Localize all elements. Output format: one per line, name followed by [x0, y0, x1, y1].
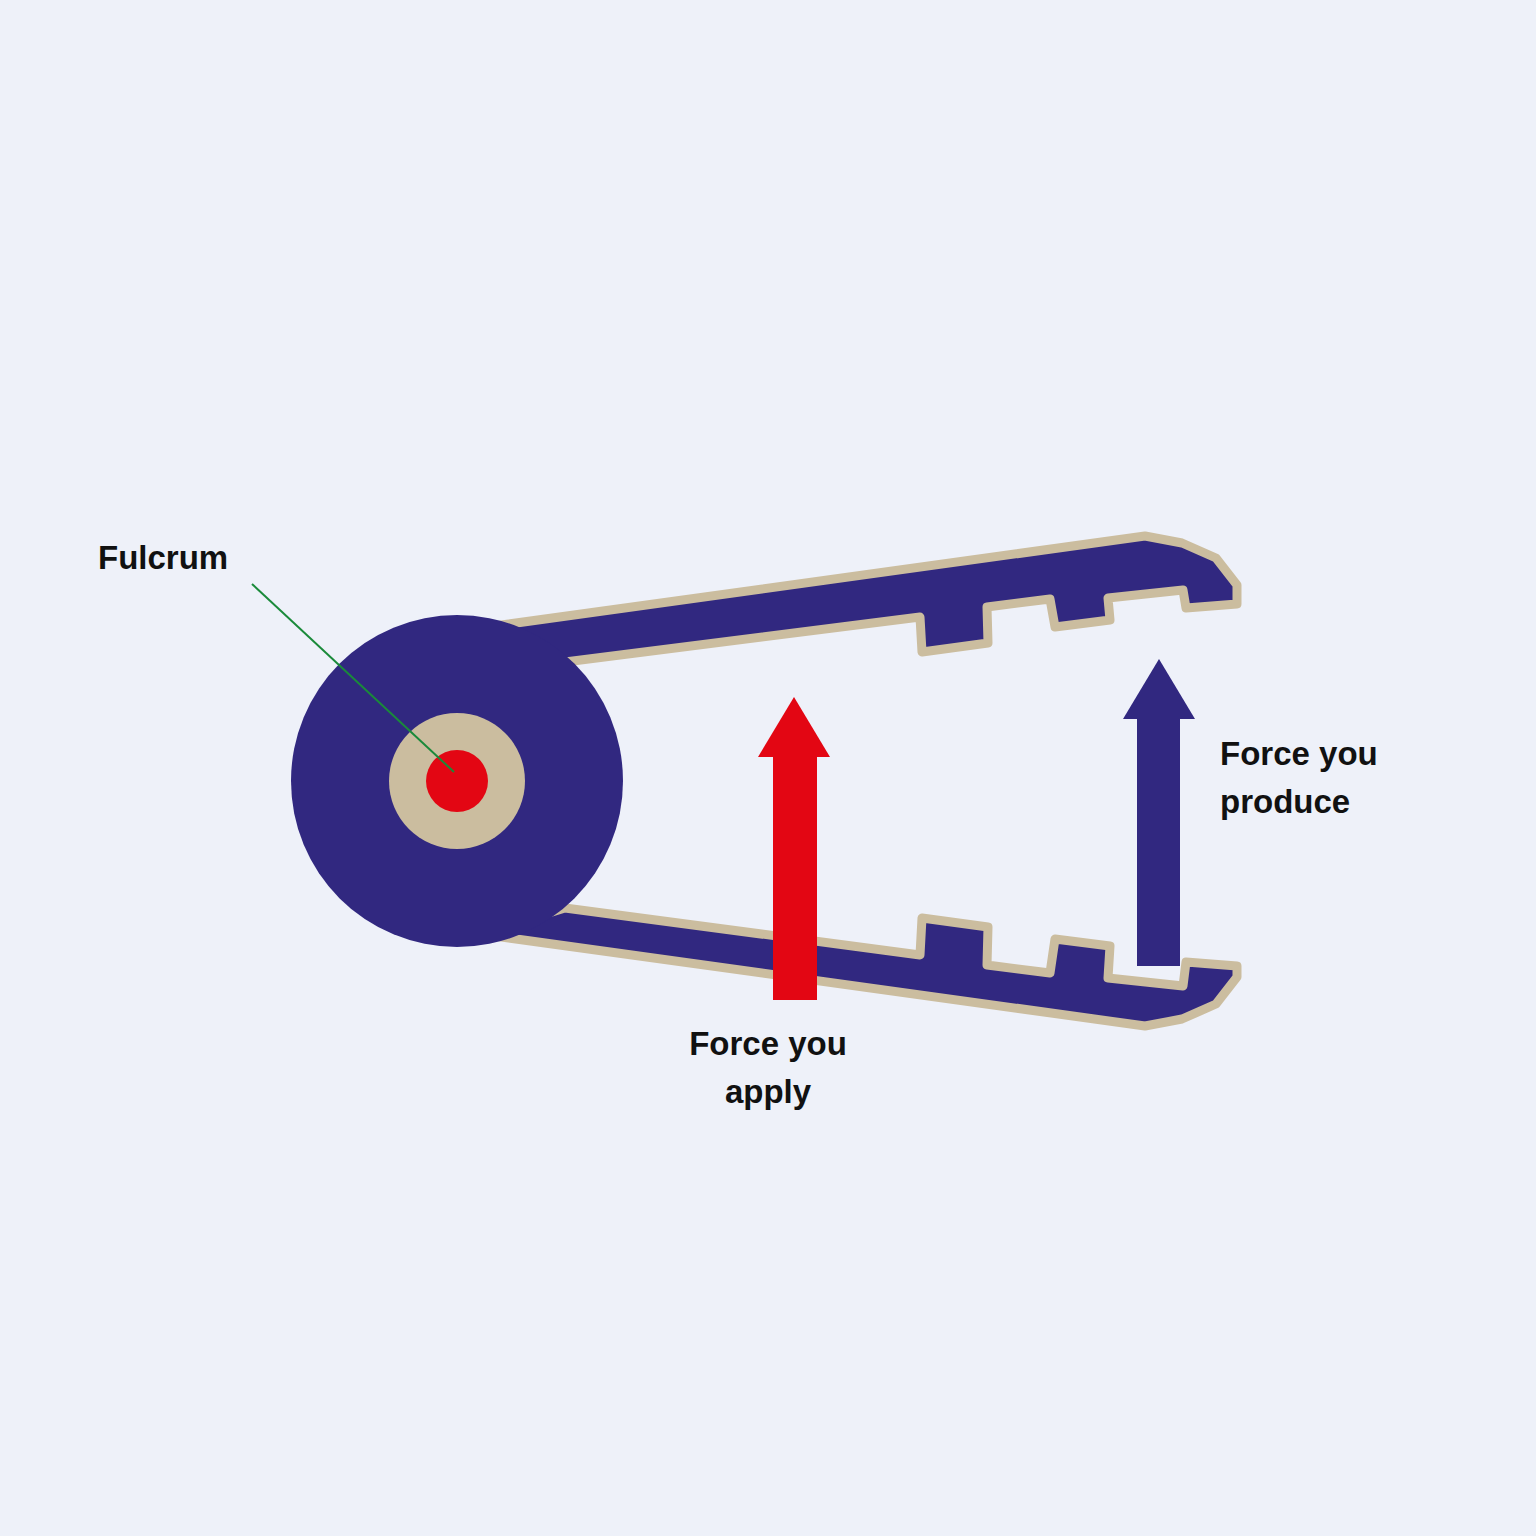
leader-line: [252, 584, 454, 772]
fulcrum-point: [426, 750, 488, 812]
applied-force-arrow: [758, 697, 830, 1000]
lower-arm: [480, 908, 1237, 1026]
hinge-disc: [291, 615, 623, 947]
annotation-label: Force you produce: [1220, 730, 1410, 826]
annotation-label: Fulcrum: [98, 534, 358, 582]
produced-force-arrow: [1123, 659, 1195, 966]
hinge-ring: [389, 713, 525, 849]
annotation-label: Force you apply: [668, 1020, 868, 1116]
upper-arm: [480, 536, 1237, 662]
